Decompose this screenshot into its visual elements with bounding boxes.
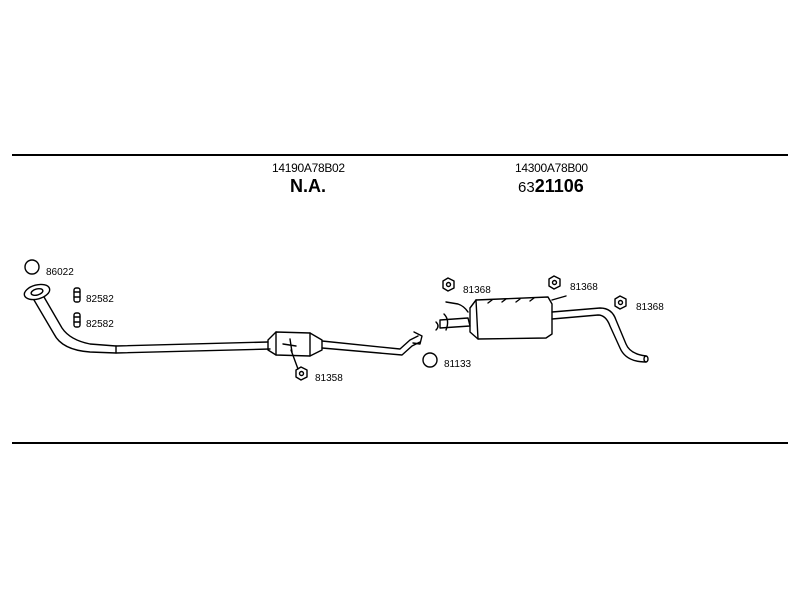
- rear-silencer-catalog-number: 6321106: [518, 176, 584, 198]
- rear-silencer-part-number: 14300A78B00: [515, 161, 588, 175]
- nut-center: [295, 366, 308, 381]
- callout-86022: 86022: [46, 267, 74, 278]
- rubber-hanger-upper: [73, 287, 81, 303]
- front-pipe-part-number: 14190A78B02: [272, 161, 345, 175]
- nut-center-leader: [290, 349, 299, 370]
- callout-81358: 81358: [315, 373, 343, 384]
- catalytic-converter: [267, 331, 323, 357]
- callout-82582-lower: 82582: [86, 319, 114, 330]
- nut-rear-3: [614, 295, 627, 310]
- catalog-suffix: 21106: [534, 176, 584, 196]
- top-divider-line: [12, 154, 788, 156]
- bottom-divider-line: [12, 442, 788, 444]
- intermediate-pipe: [321, 331, 423, 356]
- gasket-ring-rear: [422, 352, 438, 368]
- callout-81368-second: 81368: [570, 282, 598, 293]
- tail-pipe: [551, 307, 649, 363]
- rubber-hanger-lower: [73, 312, 81, 328]
- front-pipe: [23, 283, 271, 354]
- callout-81133: 81133: [444, 359, 472, 370]
- callout-82582-upper: 82582: [86, 294, 114, 305]
- nut-rear-1: [442, 277, 455, 292]
- callout-81368-first: 81368: [463, 285, 491, 296]
- front-pipe-catalog-number: N.A.: [290, 176, 326, 196]
- nut-rear-2: [548, 275, 561, 290]
- callout-81368-third: 81368: [636, 302, 664, 313]
- catalog-prefix: 63: [518, 179, 535, 196]
- rear-silencer: [435, 295, 567, 340]
- gasket-ring-front: [24, 259, 40, 275]
